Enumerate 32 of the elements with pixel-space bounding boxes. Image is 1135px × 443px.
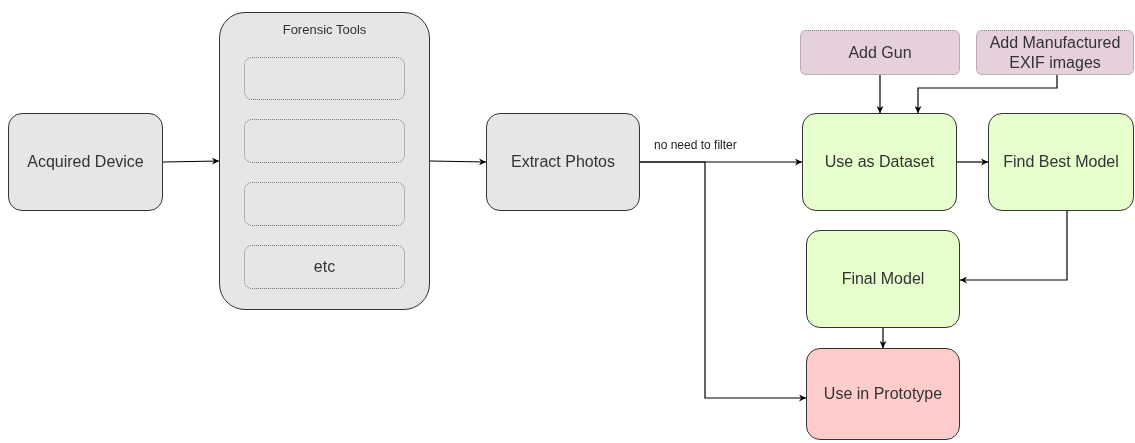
tool-box	[244, 181, 405, 226]
arrow	[639, 161, 807, 402]
process-box	[988, 113, 1134, 211]
node-label: Add Gun	[847, 42, 913, 63]
node-label: Acquired Device	[26, 152, 145, 172]
arrow	[959, 210, 1068, 284]
tool-box	[244, 244, 405, 289]
node-label: Use as Dataset	[823, 152, 936, 172]
node-label: Extract Photos	[509, 152, 616, 172]
process-box	[806, 348, 960, 440]
arrow	[914, 74, 1058, 114]
process-box	[486, 113, 640, 211]
process-box	[802, 113, 957, 211]
arrow	[876, 74, 884, 114]
node-label: Final Model	[840, 269, 926, 289]
node-label: Find Best Model	[1002, 152, 1120, 172]
process-box	[8, 113, 163, 211]
edge-label: no need to filter	[652, 138, 739, 152]
node-label: Add Manufactured EXIF images	[988, 33, 1122, 72]
arrow	[879, 327, 887, 349]
process-box	[800, 30, 960, 75]
tool-box	[244, 118, 405, 163]
arrow	[162, 157, 220, 165]
tool-box	[244, 56, 405, 100]
node-label: etc	[312, 257, 337, 277]
node-label: Use in Prototype	[822, 384, 944, 404]
arrow	[429, 158, 487, 166]
group-box	[219, 12, 430, 310]
arrow	[956, 158, 989, 166]
group-title: Forensic Tools	[281, 22, 368, 38]
process-box	[806, 230, 960, 328]
process-box	[976, 30, 1134, 75]
